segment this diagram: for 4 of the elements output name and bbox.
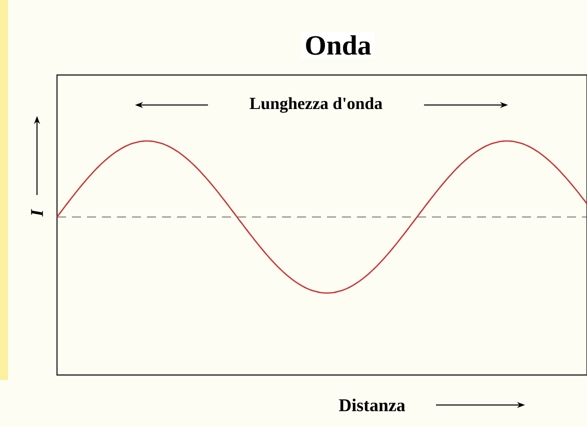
axis-label: Lunghezza d'onda <box>250 97 382 113</box>
axis-label: Distanza <box>338 398 406 412</box>
axis-label: I <box>31 209 43 217</box>
title: Onda <box>302 32 374 58</box>
